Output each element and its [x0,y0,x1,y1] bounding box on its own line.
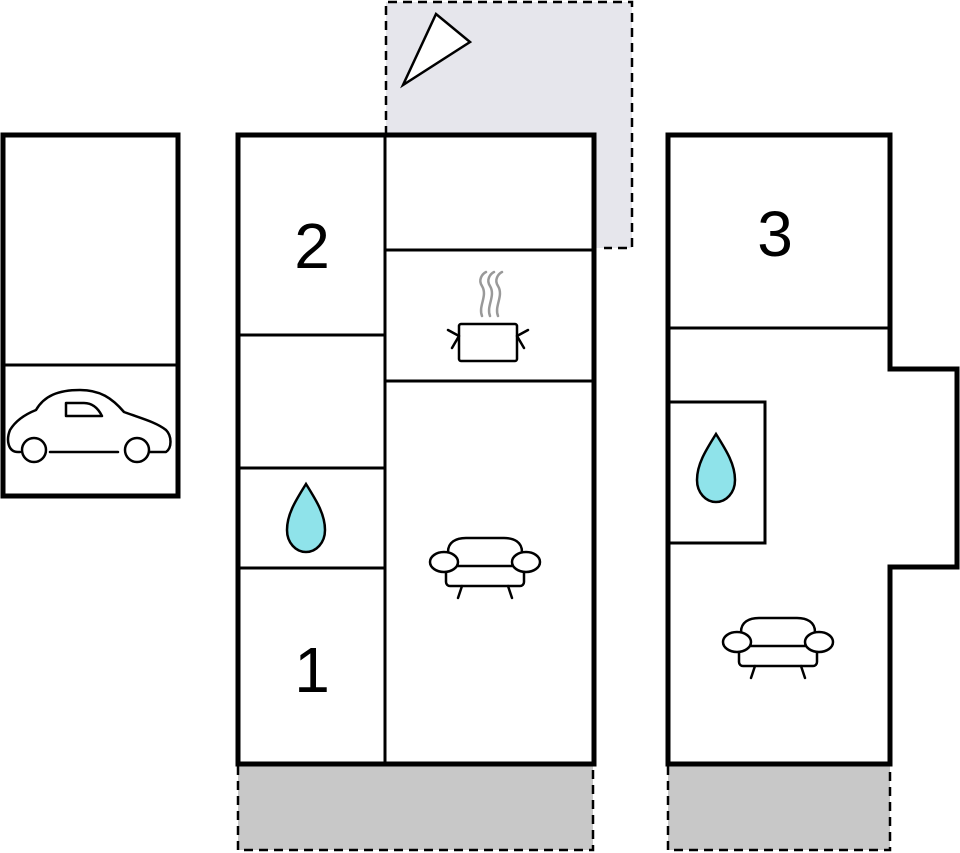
annex-building [665,132,960,767]
kitchen-pot-icon [446,270,530,363]
garage [0,132,181,499]
terrace-bottom-right [666,766,892,852]
terrace-bottom-main [236,766,595,852]
sofa-icon [428,536,542,600]
water-drop-icon [695,431,737,504]
sofa-icon [721,616,835,680]
terrace-top [384,0,634,250]
main-building [235,132,597,767]
compass-icon [400,12,473,89]
water-drop-icon [285,481,327,554]
bedroom-3-label: 3 [757,198,793,270]
bedroom-2-label: 2 [294,210,330,282]
bedroom-1-label: 1 [294,634,330,706]
car-icon [6,388,172,464]
